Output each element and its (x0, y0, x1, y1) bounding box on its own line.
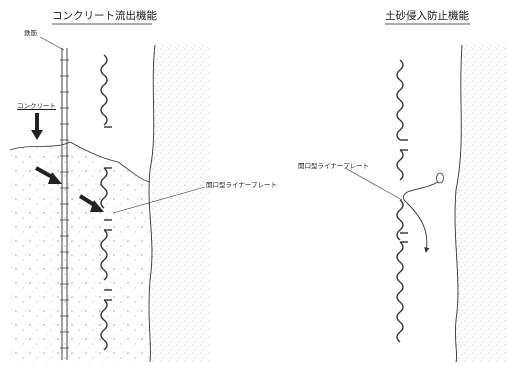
left-plate-label: 開口型ライナープレート (206, 181, 277, 189)
right-plate-leader (344, 167, 403, 201)
left-soil-region (149, 45, 210, 362)
left-plate-leader (112, 186, 206, 214)
concrete-down-arrow (31, 113, 43, 140)
soil-intrusion-arrow (403, 172, 444, 253)
right-panel-title: 土砂侵入防止機能 (385, 10, 469, 22)
concrete-flow-arrow (78, 194, 104, 212)
rebar (60, 48, 69, 360)
left-liner-plate (100, 54, 112, 351)
rebar-label: 鉄筋 (24, 29, 37, 37)
right-soil-edge (454, 44, 463, 363)
left-panel-title: コンクリート流出機能 (52, 10, 157, 22)
concrete-flow-arrow (35, 166, 62, 184)
concrete-region (10, 142, 150, 362)
concrete-label: コンクリート (17, 102, 56, 110)
right-soil-region (455, 45, 507, 362)
right-plate-label: 開口型ライナープレート (298, 162, 369, 170)
concrete-surface-line (9, 141, 151, 183)
rebar-leader (39, 36, 65, 51)
left-soil-edge (148, 44, 156, 363)
right-liner-plate (396, 59, 408, 343)
